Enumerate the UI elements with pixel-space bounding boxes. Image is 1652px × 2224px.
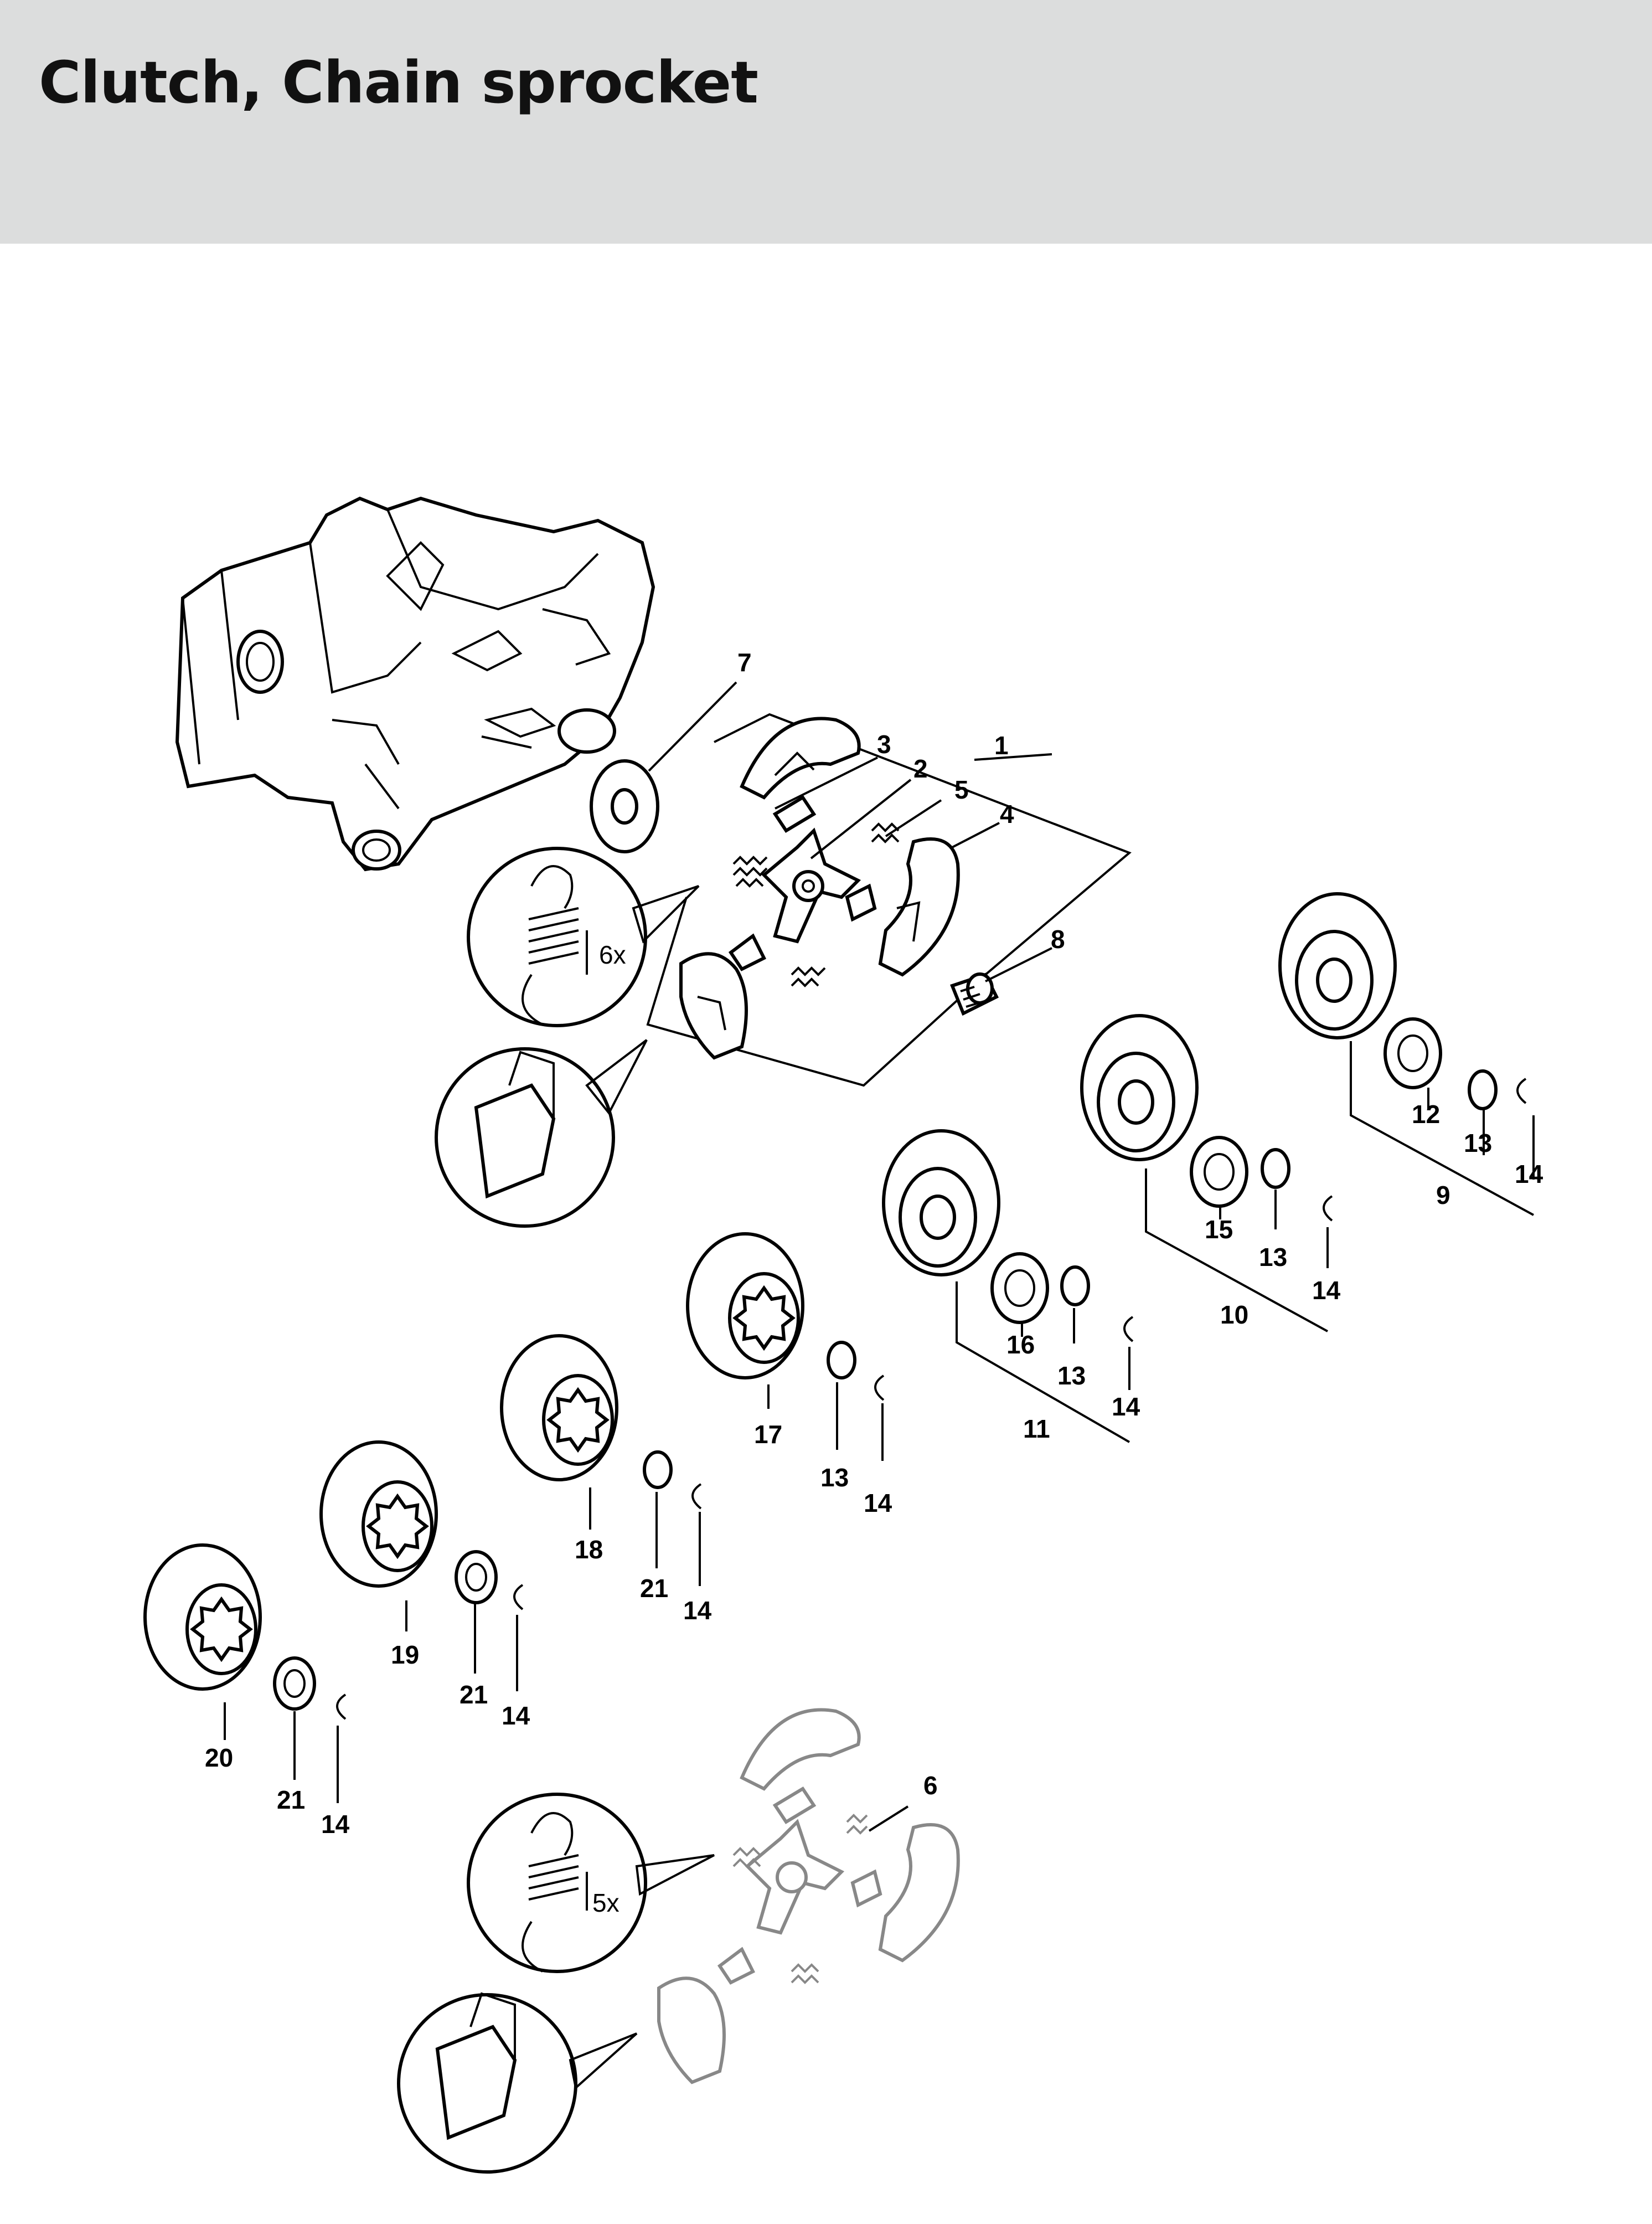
callout-21a: 21	[640, 1574, 668, 1603]
callout-5: 5	[954, 775, 969, 804]
callout-18: 18	[575, 1535, 603, 1564]
callout-labels: 1 2 3 4 5 6 7 8 12 13 14 9 15 13 14 10 1…	[205, 648, 1543, 1917]
callout-19: 19	[391, 1640, 419, 1669]
callout-13d: 13	[820, 1463, 849, 1492]
sprocket-assembly-9	[1278, 892, 1535, 1216]
callout-9: 9	[1436, 1181, 1450, 1209]
clutch-assembly-group	[646, 713, 1132, 1087]
detail-shoe-pad-top	[435, 1039, 648, 1228]
callout-13a: 13	[1464, 1129, 1492, 1157]
callout-15: 15	[1205, 1215, 1233, 1244]
callout-14d: 14	[864, 1489, 892, 1517]
callout-21b: 21	[460, 1680, 488, 1709]
callout-14b: 14	[1312, 1276, 1341, 1305]
washer-part-7	[590, 681, 737, 853]
sprocket-assembly-10	[1080, 1014, 1333, 1332]
detail-spring-6x	[467, 847, 700, 1027]
header-band: Clutch, Chain sprocket	[0, 0, 1652, 244]
callout-10: 10	[1220, 1300, 1248, 1329]
callout-21c: 21	[277, 1785, 305, 1814]
callout-12: 12	[1412, 1100, 1440, 1129]
callout-3: 3	[877, 730, 891, 759]
sprocket-part-19	[319, 1440, 524, 1691]
page-title: Clutch, Chain sprocket	[39, 49, 758, 116]
sprocket-part-18	[500, 1334, 702, 1586]
callout-20: 20	[205, 1743, 233, 1772]
spring-qty-bottom: 5x	[592, 1888, 620, 1917]
callout-14c: 14	[1112, 1392, 1140, 1421]
detail-shoe-pad-bottom	[397, 1992, 638, 2174]
callout-2: 2	[913, 754, 928, 783]
clutch-assembly-lower	[657, 1708, 960, 2084]
callout-13b: 13	[1259, 1243, 1287, 1271]
callout-16: 16	[1006, 1330, 1035, 1359]
callout-13c: 13	[1057, 1361, 1086, 1390]
callout-7: 7	[737, 648, 752, 677]
callout-8: 8	[1051, 925, 1065, 954]
callout-14a: 14	[1515, 1160, 1543, 1188]
callout-4: 4	[1000, 800, 1014, 828]
sprocket-part-20	[143, 1543, 347, 1803]
needle-bearing-part-8	[950, 947, 1052, 1016]
callout-11: 11	[1023, 1414, 1050, 1443]
callout-14f: 14	[502, 1701, 530, 1730]
callout-17: 17	[754, 1420, 782, 1449]
spring-qty-top: 6x	[599, 940, 626, 969]
callout-1: 1	[994, 731, 1009, 760]
engine-housing	[175, 496, 655, 872]
callout-14e: 14	[683, 1596, 712, 1625]
callout-6: 6	[923, 1771, 938, 1800]
leader-line-6	[868, 1805, 909, 1832]
sprocket-part-17	[686, 1232, 885, 1461]
detail-spring-5x	[467, 1793, 715, 1973]
callout-14g: 14	[321, 1810, 350, 1839]
sprocket-assembly-11	[882, 1129, 1134, 1443]
